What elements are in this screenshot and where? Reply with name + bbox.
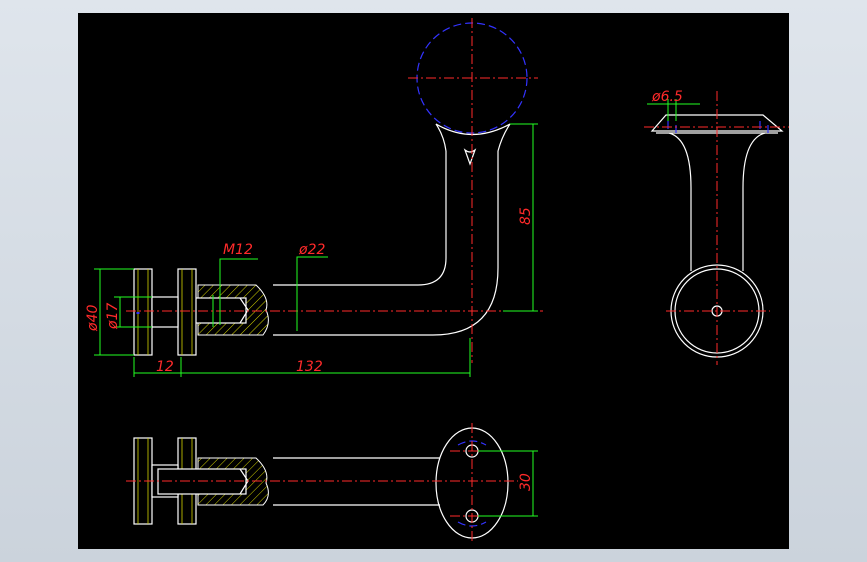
dim-d40: ø40: [85, 305, 101, 332]
dim-len12: 12: [156, 359, 174, 375]
front-view: ø40 ø17 M12 ø22 12 132 85: [85, 18, 543, 377]
dim-len132: 132: [296, 359, 323, 375]
dim-h30: 30: [518, 473, 534, 491]
dim-m12: M12: [223, 242, 253, 258]
dim-d65: ø6.5: [651, 89, 683, 105]
dim-d17: ø17: [105, 303, 121, 330]
dim-m12-leader: [219, 258, 258, 325]
clamp-hub: [151, 296, 179, 328]
dim-h85: 85: [518, 207, 534, 225]
tube-outer-lower: [273, 151, 499, 336]
dim-d22-leader: [296, 256, 328, 331]
saddle-left: [435, 123, 447, 152]
dim-d22: ø22: [298, 242, 325, 258]
clamp-disc-inner: [177, 268, 197, 356]
top-view: 30: [126, 423, 538, 543]
cone-mark: [463, 148, 477, 166]
cad-drawing-canvas[interactable]: ø40 ø17 M12 ø22 12 132 85: [78, 13, 789, 549]
drawing-svg: ø40 ø17 M12 ø22 12 132 85: [85, 18, 789, 543]
saddle-top: [650, 114, 784, 132]
side-view: ø6.5: [644, 89, 789, 365]
stem-right: [742, 132, 766, 271]
disc-hatch-b: [181, 269, 193, 355]
saddle-right: [497, 123, 511, 152]
rod-tip: [239, 297, 249, 324]
stem-left: [668, 132, 692, 271]
tube-outer-upper: [273, 151, 447, 286]
